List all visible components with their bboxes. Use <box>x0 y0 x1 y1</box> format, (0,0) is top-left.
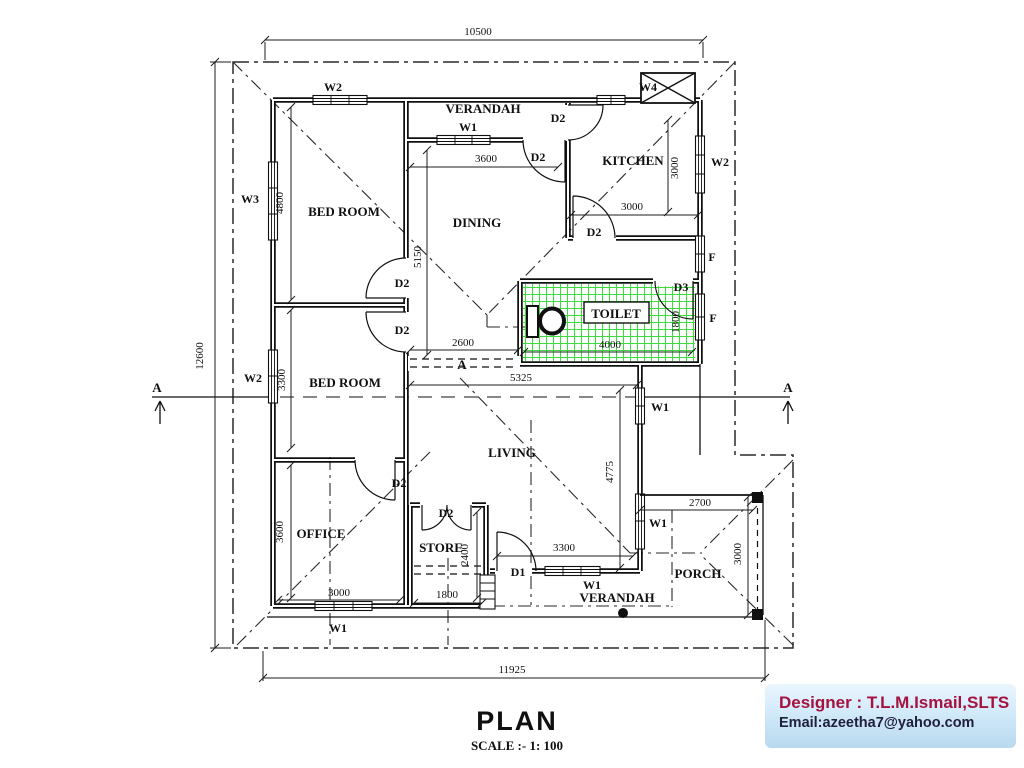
dim-kitchen-depth: 3000 <box>669 157 681 180</box>
section-label-a-middle: A <box>457 357 467 372</box>
porch-column-top <box>752 492 763 503</box>
dim-bedroom2-depth: 3300 <box>276 369 288 392</box>
label-d3: D3 <box>674 280 689 294</box>
window-w1-living-right-upper <box>634 387 646 425</box>
window-w2-left <box>267 349 279 404</box>
dim-store-depth: 2400 <box>459 544 471 567</box>
label-w4: W4 <box>639 80 657 94</box>
label-d2-kitchen-bottom: D2 <box>587 225 602 239</box>
label-w2-left: W2 <box>244 371 262 385</box>
label-w1-living-bottom: W1 <box>583 578 601 592</box>
window-w1-living-right-lower <box>634 493 646 550</box>
roof-hip-lines <box>232 61 794 646</box>
room-label-store: STORE <box>419 540 463 555</box>
plan-title: PLAN SCALE :- 1: 100 <box>471 706 563 753</box>
dim-porch-width: 2700 <box>689 497 712 509</box>
work-area-box <box>640 72 696 104</box>
label-f-1: F <box>708 250 715 264</box>
door-openings <box>355 105 693 576</box>
dim-living-width: 5325 <box>510 372 533 384</box>
room-label-kitchen: KITCHEN <box>602 153 664 168</box>
label-d2-bedroom2: D2 <box>395 323 410 337</box>
window-w2-kitchen-right <box>694 135 706 194</box>
label-f-2: F <box>709 311 716 325</box>
window-f-right-2 <box>694 293 706 341</box>
dim-overall-top: 10500 <box>464 26 492 38</box>
verandah-column <box>618 608 628 618</box>
window-w4-top <box>596 94 626 106</box>
dim-hall-opening: 2600 <box>452 337 475 349</box>
label-d1: D1 <box>511 565 526 579</box>
dim-overall-left: 12600 <box>194 342 206 370</box>
dim-bedroom1-depth: 4800 <box>274 192 286 215</box>
toilet-label-box <box>583 301 650 324</box>
label-d2-store: D2 <box>439 506 454 520</box>
label-w1-verandah: W1 <box>459 120 477 134</box>
room-label-office: OFFICE <box>296 526 345 541</box>
designer-name: Designer : T.L.M.Ismail,SLTS <box>779 693 1010 712</box>
window-f-right-1 <box>694 235 706 273</box>
dim-dining-width: 3600 <box>475 153 498 165</box>
designer-email: Email:azeetha7@yahoo.com <box>779 715 975 731</box>
doors <box>354 104 694 572</box>
dim-living-depth: 4775 <box>604 461 616 484</box>
dim-porch-depth: 3000 <box>732 543 744 566</box>
window-w2-top <box>312 94 368 106</box>
label-w1-living-upper: W1 <box>651 400 669 414</box>
label-d2-kitchen-top: D2 <box>551 111 566 125</box>
dim-kitchen-width: 3000 <box>621 201 644 213</box>
room-label-bedroom1: BED ROOM <box>308 204 380 219</box>
porch-structure <box>267 492 764 620</box>
steps-beside-store <box>479 574 496 610</box>
plan-heading: PLAN <box>476 706 558 736</box>
dim-toilet-depth: 1800 <box>670 311 682 334</box>
section-label-a-right: A <box>783 380 793 395</box>
label-d2-office: D2 <box>392 476 407 490</box>
room-label-porch: PORCH <box>675 566 722 581</box>
dim-office-depth: 3600 <box>274 521 286 544</box>
label-w2-right: W2 <box>711 155 729 169</box>
opening-labels: W2 W4 W3 W2 W2 F F D3 D2 D2 D2 D2 D2 D2 … <box>152 80 793 635</box>
window-w1-office-bottom <box>314 600 373 612</box>
dimension-lines <box>210 35 770 683</box>
designer-credit-panel: Designer : T.L.M.Ismail,SLTS Email:azeet… <box>765 684 1016 748</box>
label-w1-office-bottom: W1 <box>329 621 347 635</box>
room-label-verandah-top: VERANDAH <box>445 101 520 116</box>
toilet-fixture <box>526 305 566 338</box>
porch-column-bottom <box>752 609 763 620</box>
dim-office-width: 3000 <box>328 587 351 599</box>
dim-living-rear-opening: 3300 <box>553 542 576 554</box>
dim-dining-depth: 5150 <box>412 246 424 269</box>
section-line-aa <box>152 396 794 424</box>
section-label-a-left: A <box>152 380 162 395</box>
room-labels: BED ROOM BED ROOM OFFICE DINING KITCHEN … <box>296 101 721 605</box>
room-label-toilet: TOILET <box>591 306 641 321</box>
dimension-labels: 10500 11925 12600 4800 3300 3600 3000 18… <box>194 26 744 676</box>
window-w3-left <box>267 161 279 241</box>
label-w2-top: W2 <box>324 80 342 94</box>
dim-overall-bottom: 11925 <box>498 664 526 676</box>
roof-outline <box>232 61 794 649</box>
window-w1-living-bottom <box>544 565 601 577</box>
dim-toilet-width: 4000 <box>599 339 622 351</box>
label-d2-bedroom1: D2 <box>395 276 410 290</box>
room-label-living: LIVING <box>488 445 536 460</box>
windows <box>267 94 706 612</box>
label-w1-living-lower: W1 <box>649 516 667 530</box>
window-w1-dining <box>436 134 491 146</box>
label-d2-dining: D2 <box>531 150 546 164</box>
room-label-dining: DINING <box>453 215 501 230</box>
label-w3: W3 <box>241 192 259 206</box>
room-label-verandah-bottom: VERANDAH <box>579 590 654 605</box>
plan-scale: SCALE :- 1: 100 <box>471 738 563 753</box>
room-label-bedroom2: BED ROOM <box>309 375 381 390</box>
dim-store-width: 1800 <box>436 589 459 601</box>
